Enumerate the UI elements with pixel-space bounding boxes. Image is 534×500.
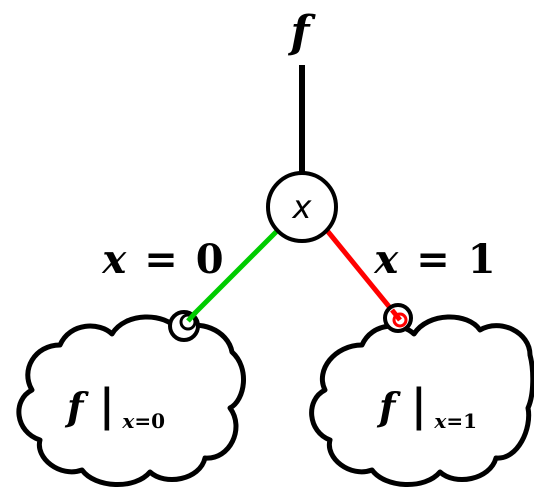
- high-branch-label-value: 1: [468, 236, 496, 283]
- low-subfunction-label: f | x=0: [64, 380, 165, 433]
- high-subfunction-subscript: x=1: [433, 409, 477, 433]
- high-branch-label-var: x: [373, 236, 399, 283]
- high-subfunction-bar: |: [411, 380, 427, 431]
- decision-node-circle: [266, 171, 338, 243]
- low-branch-label-op: =: [144, 236, 178, 283]
- root-function-label: f: [288, 7, 317, 58]
- low-connector-inner: [179, 313, 197, 331]
- low-sub-value: 0: [151, 409, 165, 433]
- decision-node-label: x: [292, 188, 313, 226]
- low-branch-edge: [183, 226, 282, 325]
- high-sub-value: 1: [463, 409, 477, 433]
- low-subfunction-bar: |: [99, 380, 115, 431]
- low-branch-label: x = 0: [101, 236, 223, 283]
- low-cloud-shape: [16, 314, 247, 487]
- high-subfunction-func: f: [376, 384, 401, 429]
- decision-node: x: [266, 171, 338, 243]
- high-branch-edge: [323, 226, 402, 322]
- high-connector-accent: [392, 312, 408, 328]
- low-sub-op: =: [134, 409, 151, 433]
- low-sub-var: x: [121, 409, 135, 433]
- high-branch-edge-tip: [390, 308, 402, 322]
- high-subfunction-cloud: f | x=1: [309, 314, 534, 487]
- low-branch-label-var: x: [101, 236, 127, 283]
- low-subfunction-cloud: f | x=0: [16, 314, 247, 487]
- low-subfunction-func: f: [64, 384, 89, 429]
- high-sub-var: x: [433, 409, 447, 433]
- high-sub-op: =: [446, 409, 463, 433]
- low-branch-edge-tip: [186, 310, 198, 323]
- low-branch-label-value: 0: [196, 236, 224, 283]
- low-subfunction-subscript: x=0: [121, 409, 165, 433]
- high-subfunction-label: f | x=1: [376, 380, 477, 433]
- high-cloud-shape: [309, 314, 534, 487]
- high-branch-label-op: =: [416, 236, 450, 283]
- high-branch-label: x = 1: [373, 236, 495, 283]
